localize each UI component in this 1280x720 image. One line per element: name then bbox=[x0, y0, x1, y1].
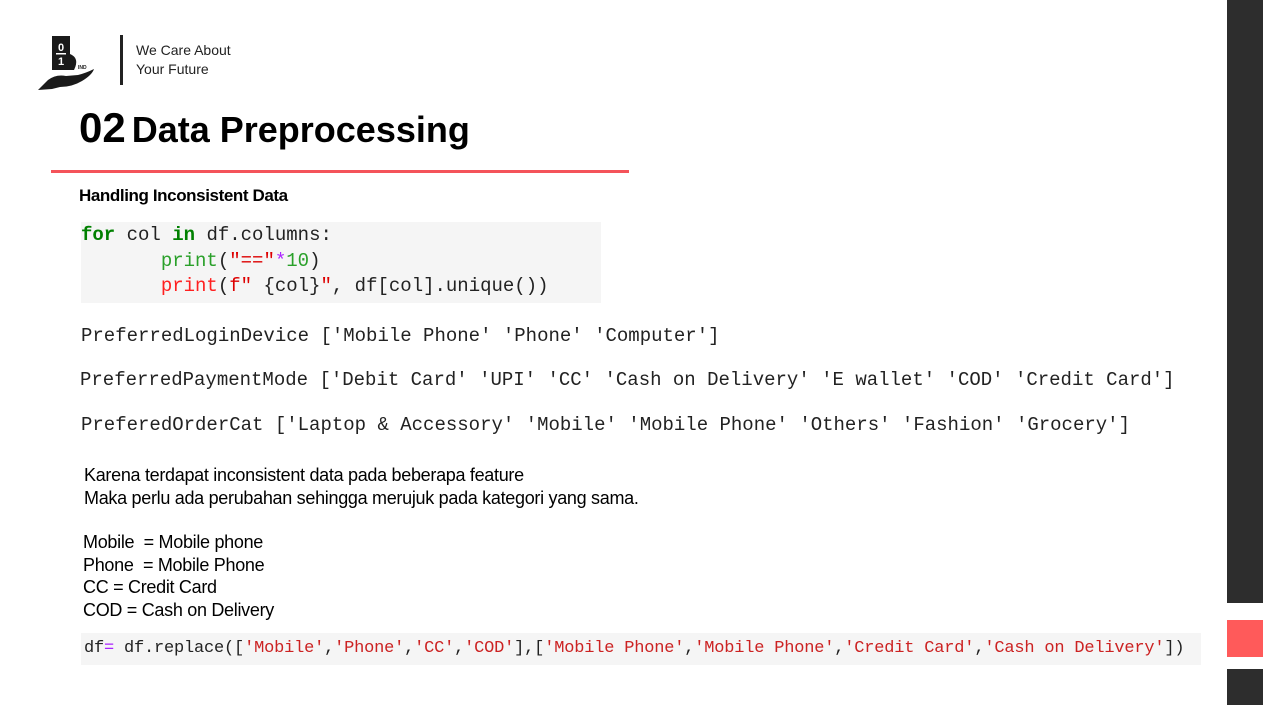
code-token: 'Phone' bbox=[334, 639, 405, 658]
code-token: , df[col].unique()) bbox=[331, 275, 549, 297]
code-token: ]) bbox=[1164, 639, 1185, 658]
code-line: print(f" {col}", df[col].unique()) bbox=[81, 274, 601, 300]
code-token: in bbox=[172, 224, 196, 246]
code-token: * bbox=[274, 249, 287, 272]
mapping-item: Phone = Mobile Phone bbox=[83, 554, 265, 575]
mapping-item: CC = Credit Card bbox=[83, 577, 217, 597]
side-bar-dark-bottom bbox=[1227, 669, 1263, 705]
side-bar-accent bbox=[1227, 620, 1263, 657]
code-token: 'Mobile Phone' bbox=[694, 639, 835, 658]
code-token: "==" bbox=[229, 249, 275, 272]
output-line: PreferedOrderCat ['Laptop & Accessory' '… bbox=[81, 414, 1130, 436]
tagline: We Care About Your Future bbox=[136, 41, 231, 79]
output-line: PreferredPaymentMode ['Debit Card' 'UPI'… bbox=[80, 369, 1175, 391]
side-bar-dark bbox=[1227, 0, 1263, 603]
code-token: print bbox=[81, 249, 218, 272]
code-token: = bbox=[104, 639, 115, 658]
code-block-replace: df= df.replace(['Mobile','Phone','CC','C… bbox=[81, 633, 1201, 665]
code-token: " bbox=[320, 275, 332, 297]
explanation-line: Maka perlu ada perubahan sehingga meruju… bbox=[84, 488, 639, 508]
code-token: print bbox=[81, 275, 218, 297]
code-line: for col in df.columns: bbox=[81, 223, 601, 249]
code-token: 'Mobile Phone' bbox=[544, 639, 685, 658]
header-divider bbox=[120, 35, 123, 85]
tagline-line-2: Your Future bbox=[136, 61, 209, 77]
tagline-line-1: We Care About bbox=[136, 42, 231, 58]
subtitle: Handling Inconsistent Data bbox=[79, 186, 288, 205]
code-line: print("=="*10) bbox=[81, 249, 601, 275]
code-block-loop: for col in df.columns: print("=="*10) pr… bbox=[81, 222, 601, 303]
svg-text:IND: IND bbox=[78, 65, 87, 71]
code-token: , bbox=[974, 639, 985, 658]
code-token: ( bbox=[217, 275, 230, 297]
code-token: 'Cash on Delivery' bbox=[984, 639, 1165, 658]
mapping-item: COD = Cash on Delivery bbox=[83, 599, 274, 620]
svg-text:0: 0 bbox=[58, 42, 64, 54]
code-token: df.columns: bbox=[195, 224, 332, 246]
code-token: , bbox=[454, 639, 465, 658]
explanation-line: Karena terdapat inconsistent data pada b… bbox=[84, 465, 524, 485]
code-token: ) bbox=[309, 249, 321, 272]
code-token: , bbox=[324, 639, 335, 658]
code-token: 'COD' bbox=[464, 639, 515, 658]
bind-logo: 0 1 IND bbox=[38, 36, 94, 90]
code-token: , bbox=[834, 639, 845, 658]
code-token: ( bbox=[217, 249, 230, 272]
code-token: df.replace([ bbox=[114, 639, 245, 658]
code-token: f" bbox=[229, 275, 253, 297]
svg-text:1: 1 bbox=[58, 56, 64, 68]
code-token: df bbox=[84, 639, 105, 658]
section-number: 02 bbox=[79, 104, 126, 151]
code-token: ],[ bbox=[514, 639, 545, 658]
output-line: PreferredLoginDevice ['Mobile Phone' 'Ph… bbox=[81, 325, 720, 347]
explanation: Karena terdapat inconsistent data pada b… bbox=[84, 464, 639, 510]
code-token: , bbox=[404, 639, 415, 658]
code-token: 'Credit Card' bbox=[844, 639, 975, 658]
section-title: Data Preprocessing bbox=[131, 109, 470, 150]
mapping-list: Mobile = Mobile phone Phone = Mobile Pho… bbox=[83, 531, 274, 621]
code-token: {col} bbox=[252, 275, 321, 297]
code-token: , bbox=[684, 639, 695, 658]
code-token: for bbox=[81, 224, 116, 246]
mapping-item: Mobile = Mobile phone bbox=[83, 532, 264, 552]
code-token: 10 bbox=[286, 249, 310, 272]
code-token: col bbox=[115, 224, 173, 246]
title-underline bbox=[51, 170, 629, 173]
code-token: 'Mobile' bbox=[244, 639, 325, 658]
code-token: 'CC' bbox=[414, 639, 455, 658]
